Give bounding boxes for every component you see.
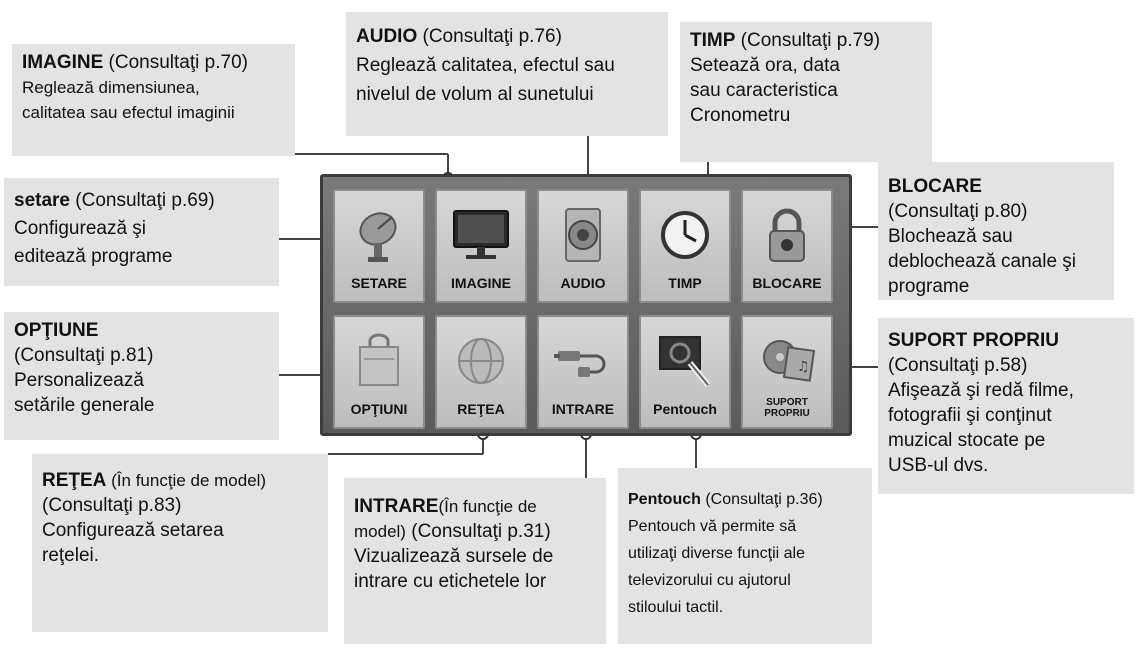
callout-intrare-line2: Vizualizează sursele de	[354, 546, 554, 567]
callout-imagine-title: IMAGINE	[22, 52, 104, 73]
callout-setare: setare (Consultaţi p.69) Configurează şi…	[4, 178, 279, 286]
tile-setare[interactable]: SETARE	[333, 189, 425, 303]
tile-optiuni[interactable]: OPŢIUNI	[333, 315, 425, 429]
callout-blocare-line2: Blochează sau	[888, 226, 1013, 247]
callout-timp-line3: Cronometru	[690, 105, 791, 126]
tile-pentouch[interactable]: Pentouch	[639, 315, 731, 429]
callout-suport-line3: fotografii şi conţinut	[888, 405, 1052, 426]
tile-timp-label: TIMP	[668, 275, 702, 291]
tile-intrare-label: INTRARE	[551, 401, 615, 417]
callout-setare-title: setare	[14, 190, 70, 211]
callout-intrare-line3: intrare cu etichetele lor	[354, 571, 547, 592]
callout-pentouch-line4: stiloului tactil.	[628, 599, 724, 616]
callout-pentouch-line2: utilizaţi diverse funcţii ale	[628, 545, 805, 562]
callout-suport-title: SUPORT PROPRIU	[888, 330, 1060, 351]
tile-retea[interactable]: REŢEA	[435, 315, 527, 429]
globe-icon	[458, 338, 504, 384]
callout-retea-title: REŢEA	[42, 470, 107, 491]
tile-audio[interactable]: AUDIO	[537, 189, 629, 303]
callout-retea-line3: reţelei.	[42, 545, 100, 566]
callout-optiune-line3: setările generale	[14, 395, 155, 416]
tile-retea-label: REŢEA	[457, 401, 505, 417]
tile-blocare[interactable]: BLOCARE	[741, 189, 833, 303]
callout-audio-ref: (Consultaţi p.76)	[417, 26, 562, 47]
callout-timp: TIMP (Consultaţi p.79) Setează ora, data…	[680, 22, 932, 162]
callout-imagine-line1: Reglează dimensiunea,	[22, 78, 200, 97]
tile-suport-label: SUPORT PROPRIU	[743, 397, 831, 419]
callout-intrare-ref: (În funcţie de	[438, 497, 537, 516]
callout-intrare: INTRARE(În funcţie de model) (Consultaţi…	[344, 478, 606, 644]
callout-pentouch-line1: Pentouch vă permite să	[628, 518, 797, 535]
callout-retea-line1: (Consultaţi p.83)	[42, 495, 182, 516]
clock-icon	[661, 211, 709, 259]
callout-pentouch: Pentouch (Consultaţi p.36) Pentouch vă p…	[618, 468, 872, 644]
callout-suport-line5: USB-ul dvs.	[888, 455, 989, 476]
callout-imagine: IMAGINE (Consultaţi p.70) Reglează dimen…	[12, 44, 295, 156]
tile-timp[interactable]: TIMP	[639, 189, 731, 303]
tile-suport-label-line1: SUPORT	[766, 397, 808, 408]
callout-optiune-line2: Personalizează	[14, 370, 144, 391]
callout-timp-line1: Setează ora, data	[690, 55, 840, 76]
monitor-icon	[453, 210, 509, 259]
callout-intrare-title: INTRARE	[354, 496, 439, 517]
callout-suport-line4: muzical stocate pe	[888, 430, 1046, 451]
satellite-dish-icon	[359, 212, 397, 262]
callout-suport: SUPORT PROPRIU (Consultaţi p.58) Afişeaz…	[878, 318, 1134, 494]
callout-optiune-title: OPŢIUNE	[14, 320, 99, 341]
callout-timp-ref: (Consultaţi p.79)	[735, 30, 881, 51]
callout-blocare: BLOCARE (Consultaţi p.80) Blochează sau …	[878, 162, 1114, 300]
callout-audio-line1: Reglează calitatea, efectul sau	[356, 55, 615, 76]
callout-timp-title: TIMP	[690, 30, 736, 51]
callout-pentouch-title: Pentouch	[628, 491, 701, 508]
callout-blocare-line3: deblochează canale şi	[888, 251, 1077, 272]
callout-optiune-line1: (Consultaţi p.81)	[14, 345, 154, 366]
speaker-icon	[565, 208, 601, 262]
callout-audio: AUDIO (Consultaţi p.76) Reglează calitat…	[346, 12, 668, 136]
callout-blocare-line1: (Consultaţi p.80)	[888, 201, 1028, 222]
callout-audio-line2: nivelul de volum al sunetului	[356, 84, 594, 105]
tile-intrare[interactable]: INTRARE	[537, 315, 629, 429]
callout-imagine-ref: (Consultaţi p.70)	[103, 52, 248, 73]
callout-setare-line1: Configurează şi	[14, 218, 147, 239]
shopping-bag-icon	[359, 333, 399, 386]
callout-pentouch-ref: (Consultaţi p.36)	[700, 491, 823, 508]
tile-blocare-label: BLOCARE	[752, 275, 822, 291]
svg-text:♫: ♫	[797, 359, 810, 375]
tv-menu-panel: SETARE IMAGINE AUDIO TIMP BLOCARE	[320, 174, 852, 436]
tile-setare-label: SETARE	[351, 275, 407, 291]
callout-setare-ref: (Consultaţi p.69)	[70, 190, 215, 211]
callout-setare-line2: editează programe	[14, 246, 173, 267]
callout-blocare-line4: programe	[888, 276, 970, 297]
callout-timp-line2: sau caracteristica	[690, 80, 838, 101]
callout-suport-line2: Afişează şi redă filme,	[888, 380, 1074, 401]
callout-blocare-title: BLOCARE	[888, 176, 982, 197]
tile-imagine[interactable]: IMAGINE	[435, 189, 527, 303]
media-film-icon: ♫	[763, 340, 816, 382]
callout-intrare-line1b: (Consultaţi p.31)	[405, 521, 551, 542]
touch-pen-icon	[659, 336, 711, 387]
callout-intrare-line1: model)	[354, 522, 406, 541]
callout-audio-title: AUDIO	[356, 26, 418, 47]
callout-pentouch-line3: televizorului cu ajutorul	[628, 572, 791, 589]
callout-imagine-line2: calitatea sau efectul imaginii	[22, 103, 235, 122]
padlock-icon	[769, 208, 805, 262]
tile-audio-label: AUDIO	[560, 275, 606, 291]
tile-optiuni-label: OPŢIUNI	[350, 401, 408, 417]
callout-retea-ref: (În funcţie de model)	[106, 471, 267, 490]
tile-suport-propriu[interactable]: ♫ SUPORT PROPRIU	[741, 315, 833, 429]
tile-suport-label-line2: PROPRIU	[764, 408, 810, 419]
callout-retea-line2: Configurează setarea	[42, 520, 224, 541]
callout-suport-line1: (Consultaţi p.58)	[888, 355, 1028, 376]
tile-pentouch-label: Pentouch	[653, 401, 717, 417]
tile-imagine-label: IMAGINE	[451, 275, 511, 291]
callout-optiune: OPŢIUNE (Consultaţi p.81) Personalizează…	[4, 312, 279, 440]
callout-retea: REŢEA (În funcţie de model) (Consultaţi …	[32, 454, 328, 632]
cable-connector-icon	[554, 351, 606, 377]
